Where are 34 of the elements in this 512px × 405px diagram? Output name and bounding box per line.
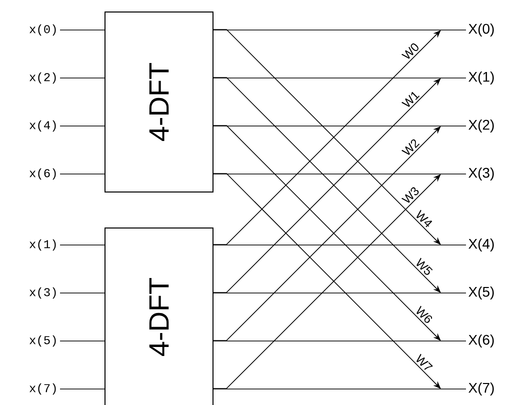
signal-line <box>213 340 466 342</box>
weight-label: W4 <box>416 210 432 228</box>
input-label: x(7) <box>30 383 56 395</box>
output-label: X(4) <box>468 238 494 252</box>
output-label: X(6) <box>468 334 494 348</box>
weight-label: W2 <box>401 139 420 155</box>
signal-line <box>60 388 105 390</box>
signal-line <box>60 292 105 294</box>
output-label: X(5) <box>468 286 494 300</box>
output-label: X(3) <box>468 167 494 181</box>
signal-line <box>213 244 466 246</box>
dft-box: 4-DFT <box>104 228 214 405</box>
input-label: x(6) <box>30 168 56 180</box>
signal-line <box>213 292 466 294</box>
signal-line <box>60 244 105 246</box>
output-label: X(7) <box>468 382 494 396</box>
input-label: x(0) <box>30 24 56 36</box>
input-label: x(3) <box>30 287 56 299</box>
weight-label: W0 <box>401 43 418 59</box>
dft-box: 4-DFT <box>104 12 214 192</box>
output-label: X(1) <box>468 71 494 85</box>
signal-line <box>60 340 105 342</box>
weight-label: W5 <box>416 258 433 275</box>
input-label: x(4) <box>30 120 56 132</box>
weight-label: W3 <box>401 187 419 203</box>
output-label: X(2) <box>468 119 494 133</box>
output-label: X(0) <box>468 23 494 37</box>
input-label: x(5) <box>30 335 56 347</box>
signal-line <box>213 388 466 390</box>
weight-label: W1 <box>401 92 420 107</box>
input-label: x(2) <box>30 72 56 84</box>
weight-label: W7 <box>416 354 433 370</box>
input-label: x(1) <box>30 239 56 251</box>
weight-label: W6 <box>416 306 432 323</box>
